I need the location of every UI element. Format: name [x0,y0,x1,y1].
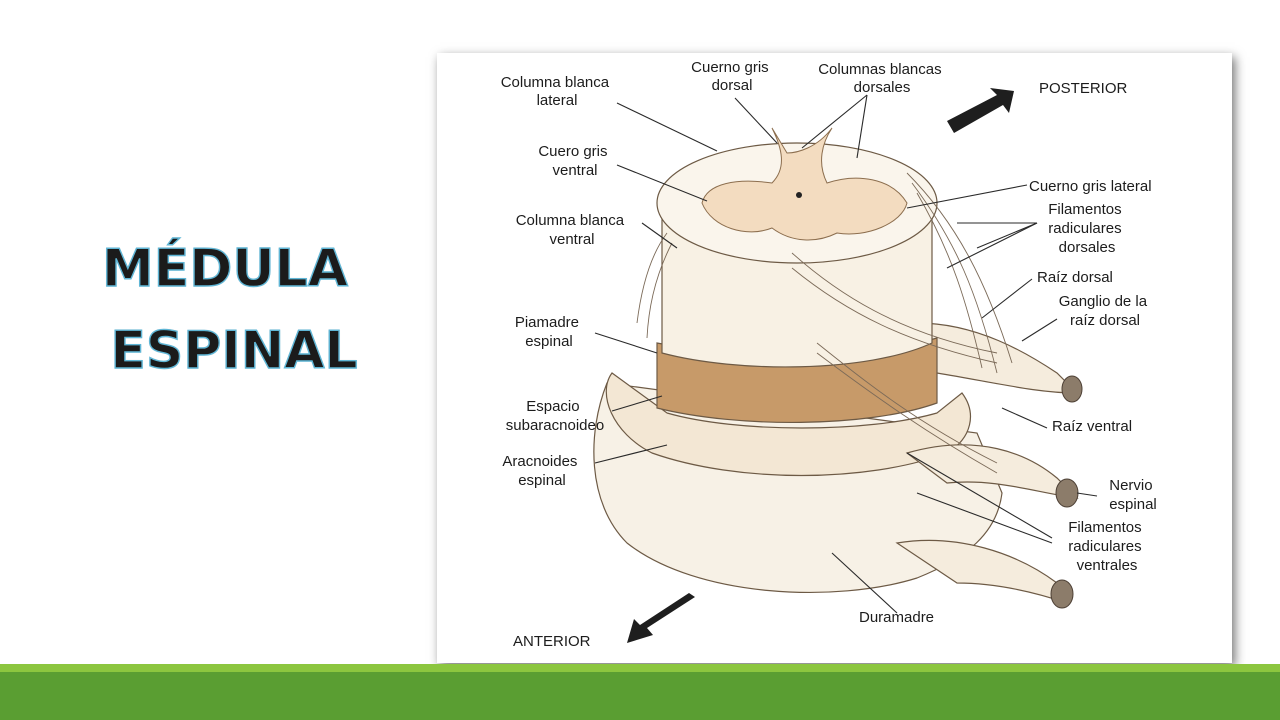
label-raiz-ventral: Raíz ventral [1052,418,1132,435]
label-piamadre-espinal: Piamadre espinal [515,314,583,350]
label-anterior: ANTERIOR [513,633,591,650]
footer-accent-line [0,664,1280,672]
anterior-arrow-icon [627,593,695,643]
rootlets [636,172,1013,474]
title-line-1: MÉDULA [101,238,349,299]
gray-matter [701,127,908,241]
nerve-end-upper [1061,375,1083,403]
label-filamentos-radiculares-dorsales: Filamentos radiculares dorsales [1048,201,1126,256]
label-duramadre: Duramadre [859,609,934,626]
label-cuerno-gris-lateral: Cuerno gris lateral [1029,178,1152,195]
label-columnas-blancas-dorsales: Columnas blancas dorsales [818,61,946,96]
title-line-2: ESPINAL [110,320,359,381]
dorsal-root-ganglion [916,322,1079,394]
label-ganglio-raiz-dorsal: Ganglio de la raíz dorsal [1059,293,1152,329]
label-cuerno-gris-dorsal: Cuerno gris dorsal [691,59,773,94]
spinal-cord-diagram: Columna blanca lateral Cuerno gris dorsa… [437,53,1232,663]
nerve-end-lower [1050,579,1074,609]
slide-title: MÉDULA ESPINAL [60,228,390,392]
label-posterior: POSTERIOR [1039,80,1128,97]
label-cuero-gris-ventral: Cuero gris ventral [538,143,611,179]
central-canal [796,192,802,198]
posterior-arrow-icon [947,88,1014,133]
label-espacio-subaracnoideo: Espacio subaracnoideo [506,398,604,434]
label-nervio-espinal: Nervio espinal [1109,477,1157,513]
label-filamentos-radiculares-ventrales: Filamentos radiculares ventrales [1068,519,1146,574]
label-aracnoides-espinal: Aracnoides espinal [502,453,581,489]
label-raiz-dorsal: Raíz dorsal [1037,269,1113,286]
footer-bar [0,672,1280,720]
label-columna-blanca-ventral: Columna blanca ventral [516,212,629,248]
leader-lines [594,94,1098,614]
diagram-canvas: Columna blanca lateral Cuerno gris dorsa… [501,59,1157,650]
nerve-end-middle [1055,478,1079,508]
label-columna-blanca-lateral: Columna blanca lateral [501,74,614,109]
